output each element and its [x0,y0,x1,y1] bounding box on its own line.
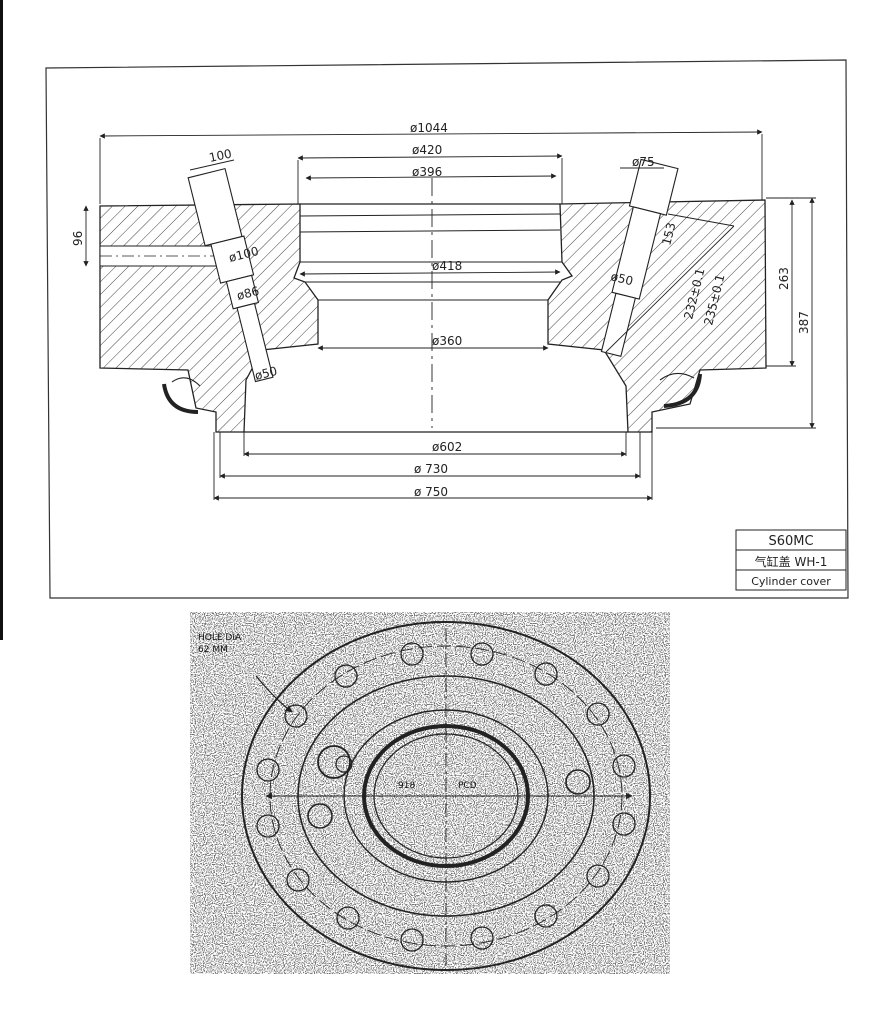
flange-drawing [241,621,651,971]
dim-602: ø602 [432,440,462,454]
pcd-label: PCD [458,781,477,791]
title-model: S60MC [768,534,813,549]
dim-96: 96 [71,231,85,246]
dim-bore-75: ø75 [632,155,655,169]
dim-bore-50-left: ø50 [253,364,278,383]
dim-153: 153 [659,221,678,247]
hole-dia-label: HOLE DIA [198,633,242,643]
dim-387: 387 [797,311,811,334]
title-name-cn: 气缸盖 WH-1 [755,554,828,569]
dim-1044: ø1044 [410,121,448,135]
drawing-sheet: ø1044 ø420 ø396 ø418 ø360 ø602 ø 730 ø 7… [45,59,849,599]
cylinder-cover-section [99,158,767,433]
dim-730: ø 730 [414,462,448,476]
dim-360: ø360 [432,334,462,348]
hole-dia-value: 62 MM [198,645,228,655]
dimension-lines [83,129,816,501]
dim-396: ø396 [412,165,442,179]
scan-noise [190,612,670,974]
flange-scan: HOLE DIA 62 MM 918 PCD [190,612,670,974]
title-block: S60MC 气缸盖 WH-1 Cylinder cover [735,529,847,591]
pcd-value: 918 [398,781,415,791]
scan-edge-shadow [0,0,3,640]
dim-418: ø418 [432,259,462,273]
dim-420: ø420 [412,143,442,157]
sheet-border [45,59,849,599]
dim-750: ø 750 [414,485,448,499]
dim-bore-50-right: ø50 [609,269,634,288]
dim-bore-86: ø86 [235,284,260,303]
dim-263: 263 [777,267,791,290]
title-name-en: Cylinder cover [751,575,831,588]
dim-100-length: 100 [208,146,233,164]
